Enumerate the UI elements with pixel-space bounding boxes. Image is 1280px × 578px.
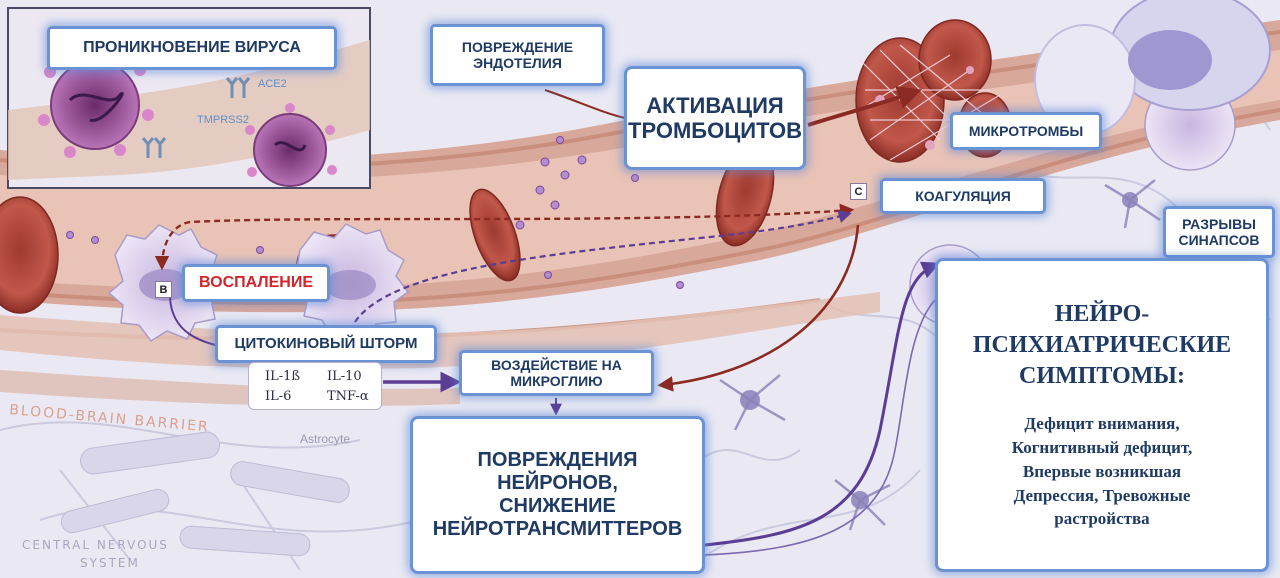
symptoms-panel: НЕЙРО- ПСИХИАТРИЧЕСКИЕ СИМПТОМЫ: Дефицит… — [935, 258, 1269, 572]
ace2-text: ACE2 — [258, 78, 287, 90]
cytokine-il6: IL-6 — [265, 389, 291, 404]
symptoms-title: НЕЙРО- ПСИХИАТРИЧЕСКИЕ СИМПТОМЫ: — [973, 299, 1231, 393]
label-cytokine-storm: ЦИТОКИНОВЫЙ ШТОРМ — [215, 325, 437, 363]
label-synapse-breaks: РАЗРЫВЫ СИНАПСОВ — [1163, 206, 1275, 258]
marker-c: C — [850, 183, 867, 200]
cns-text-line2: SYSTEM — [80, 556, 140, 570]
label-neuron-damage: ПОВРЕЖДЕНИЯ НЕЙРОНОВ, СНИЖЕНИЕ НЕЙРОТРАН… — [410, 416, 705, 574]
astrocyte-text: Astrocyte — [300, 432, 350, 446]
label-virus-entry: ПРОНИКНОВЕНИЕ ВИРУСА — [47, 26, 337, 70]
label-coagulation: КОАГУЛЯЦИЯ — [880, 178, 1046, 214]
label-inflammation: ВОСПАЛЕНИЕ — [182, 264, 330, 302]
label-endothelial-damage: ПОВРЕЖДЕНИЕ ЭНДОТЕЛИЯ — [430, 24, 605, 86]
label-microthrombi: МИКРОТРОМБЫ — [950, 112, 1102, 150]
tmprss2-text: TMPRSS2 — [197, 114, 249, 126]
cytokine-list: IL-1ß IL-10 IL-6 TNF-α — [248, 362, 382, 410]
cytokine-il1b: IL-1ß — [265, 369, 300, 384]
symptoms-list: Дефицит внимания, Когнитивный дефицит, В… — [1012, 412, 1193, 531]
label-microglia-effect: ВОЗДЕЙСТВИЕ НА МИКРОГЛИЮ — [459, 350, 654, 396]
marker-b: B — [155, 281, 172, 298]
label-platelet-activation: АКТИВАЦИЯ ТРОМБОЦИТОВ — [624, 66, 806, 170]
cytokine-il10: IL-10 — [327, 369, 362, 384]
cytokine-tnfa: TNF-α — [327, 389, 369, 404]
cns-text-line1: CENTRAL NERVOUS — [22, 538, 169, 552]
